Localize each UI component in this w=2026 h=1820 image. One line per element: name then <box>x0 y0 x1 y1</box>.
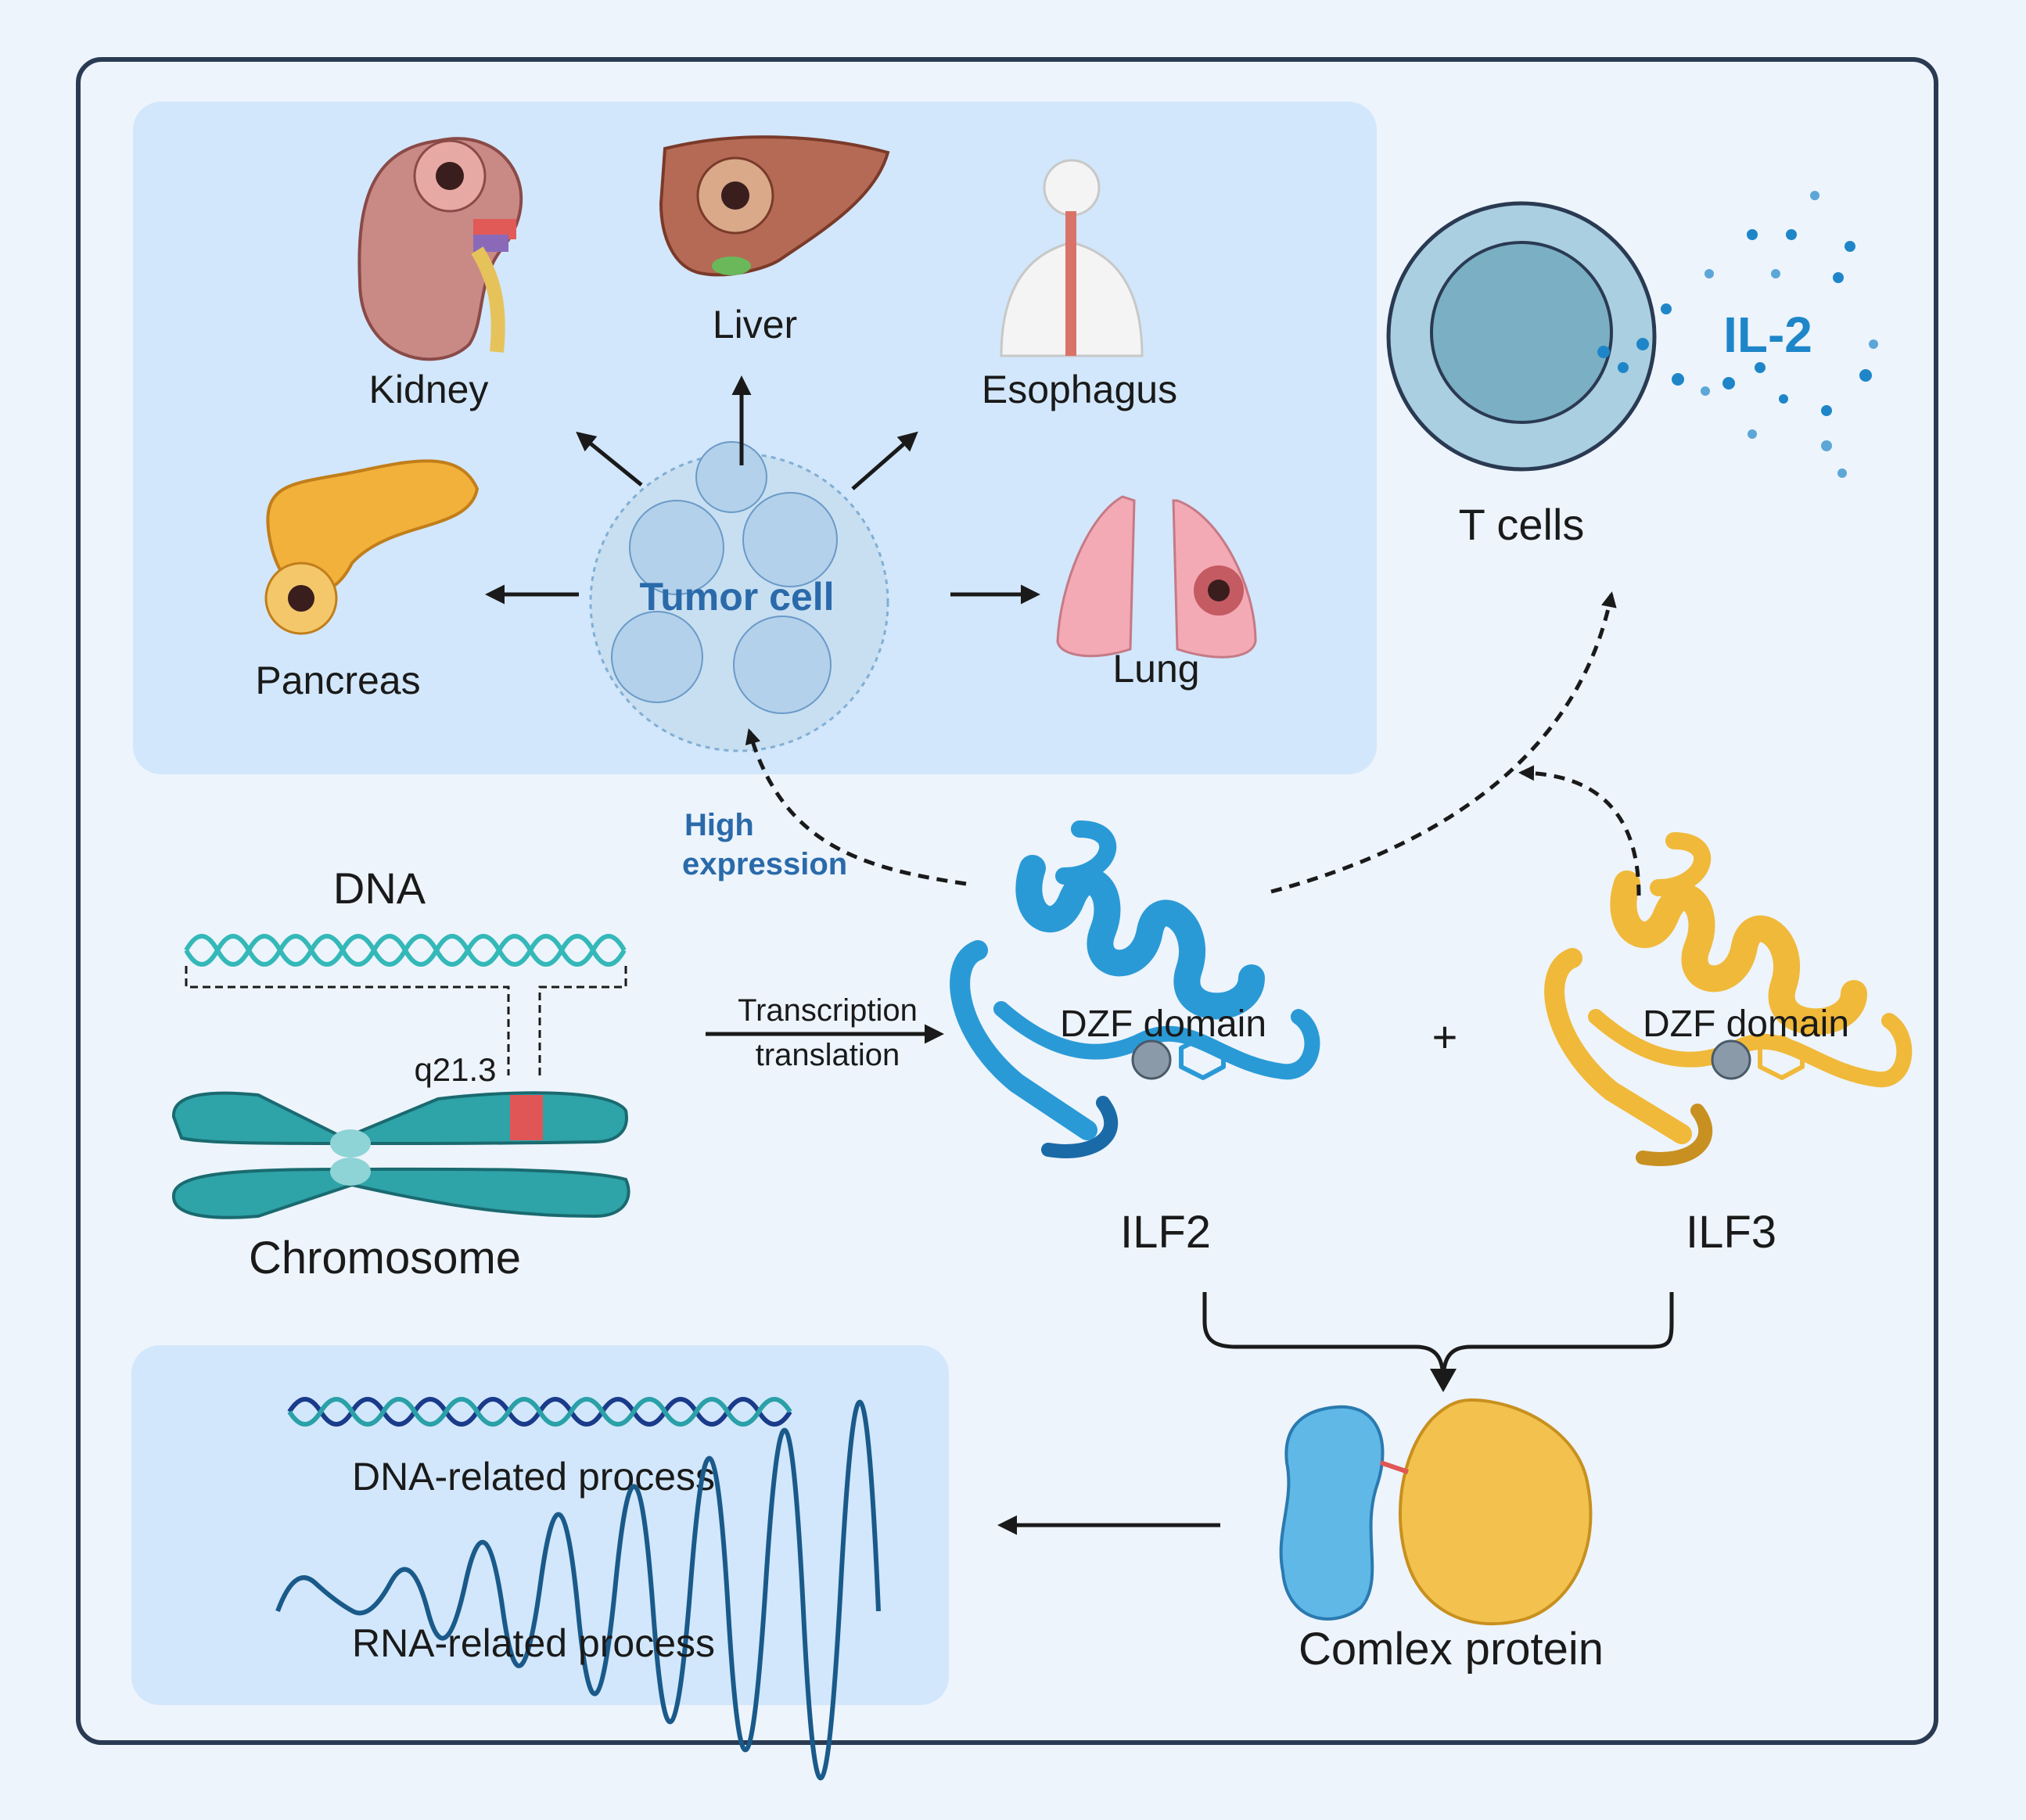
high-expression-line1: High <box>684 808 754 842</box>
translation-label: translation <box>756 1038 900 1072</box>
high-expression-line2: expression <box>682 847 847 881</box>
ilf3-label: ILF3 <box>1686 1207 1776 1258</box>
il2-label: IL-2 <box>1723 307 1812 363</box>
lung-icon <box>1056 495 1257 659</box>
kidney-icon <box>357 137 523 361</box>
chromosome-label: Chromosome <box>249 1233 521 1283</box>
transcription-label: Transcription <box>738 993 918 1028</box>
arrow-to-esophagus <box>851 431 918 490</box>
il2-particles <box>1597 191 1878 478</box>
dna-label: DNA <box>333 863 426 913</box>
t-cell-icon <box>1386 201 1657 472</box>
arrow-ilf2-to-tcell <box>1270 591 1617 894</box>
locus-label: q21.3 <box>414 1051 496 1088</box>
chromosome-icon <box>171 1091 630 1219</box>
rna-process-strand <box>275 1399 881 1781</box>
liver-icon <box>659 135 890 277</box>
ilf2-dzf-label: DZF domain <box>1060 1003 1266 1045</box>
arrow-ilf2-to-tumor <box>745 728 967 886</box>
pancreas-label: Pancreas <box>255 659 420 702</box>
ilf2-protein-icon <box>950 820 1320 1158</box>
dna-helix-top <box>184 934 627 967</box>
dna-zoom-bracket <box>185 966 627 1075</box>
rna-process-label: RNA-related process <box>352 1621 715 1665</box>
ilf3-protein-icon <box>1544 832 1913 1166</box>
organ-arrows <box>485 375 1040 605</box>
combine-arrowhead <box>1430 1369 1457 1392</box>
esophagus-label: Esophagus <box>982 368 1177 411</box>
ilf2-label: ILF2 <box>1120 1207 1211 1258</box>
tumor-cell-icon <box>589 441 889 752</box>
dashed-arrows <box>745 591 1641 896</box>
kidney-label: Kidney <box>369 368 489 411</box>
dna-process-helix <box>287 1397 792 1427</box>
arrow-ilf3-to-tcell <box>1518 765 1641 896</box>
tumor-cell-label: Tumor cell <box>639 575 834 619</box>
lung-label: Lung <box>1112 647 1199 691</box>
plus-sign: + <box>1432 1012 1458 1061</box>
liver-label: Liver <box>713 303 797 346</box>
esophagus-icon <box>1000 159 1144 357</box>
ilf3-dzf-label: DZF domain <box>1643 1003 1849 1045</box>
pancreas-icon <box>264 459 480 635</box>
complex-protein-label: Comlex protein <box>1299 1624 1604 1675</box>
t-cells-label: T cells <box>1459 500 1585 549</box>
process-panel <box>131 1345 949 1705</box>
dna-process-label: DNA-related process <box>352 1455 715 1499</box>
arrow-to-kidney <box>576 431 643 486</box>
complex-protein-icon <box>1279 1398 1593 1626</box>
